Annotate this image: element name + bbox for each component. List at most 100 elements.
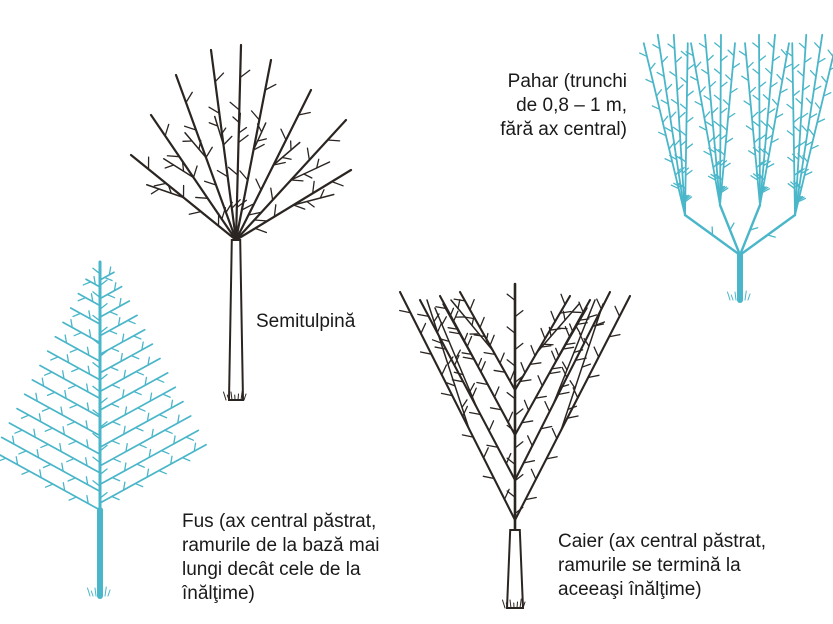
semitulpina-label: Semitulpină bbox=[256, 310, 355, 334]
twig bbox=[42, 408, 49, 411]
grass-tuft bbox=[102, 590, 103, 596]
twig bbox=[700, 87, 705, 93]
twig bbox=[252, 111, 260, 120]
twig bbox=[815, 43, 820, 49]
caier-label-line: Caier (ax central păstrat, bbox=[558, 530, 766, 554]
twig bbox=[239, 128, 246, 133]
twig bbox=[538, 376, 542, 386]
twig bbox=[458, 300, 460, 309]
pahar-label-line: de 0,8 – 1 m, bbox=[493, 94, 627, 118]
twig bbox=[136, 372, 143, 375]
twig bbox=[186, 437, 193, 440]
twig bbox=[83, 282, 90, 285]
twig bbox=[828, 50, 833, 56]
twig bbox=[728, 50, 734, 56]
twig bbox=[730, 223, 734, 230]
branch bbox=[420, 300, 515, 480]
twig bbox=[291, 180, 303, 181]
twig bbox=[131, 356, 138, 359]
branch bbox=[460, 292, 515, 390]
twig bbox=[112, 441, 119, 444]
fus-label-line: ramurile de la bază mai bbox=[182, 534, 379, 558]
twig bbox=[43, 464, 50, 467]
branch bbox=[185, 133, 206, 158]
twig bbox=[307, 148, 309, 160]
twig bbox=[763, 95, 769, 101]
twig bbox=[450, 308, 453, 316]
twig bbox=[704, 112, 709, 118]
twig bbox=[480, 317, 484, 327]
twig bbox=[531, 346, 535, 356]
semitulpina-tree bbox=[131, 45, 351, 400]
grass-tuft bbox=[742, 294, 743, 300]
twig bbox=[454, 311, 458, 321]
grass-tuft bbox=[745, 291, 746, 300]
twig bbox=[793, 65, 799, 70]
twig bbox=[240, 70, 250, 77]
twig bbox=[128, 320, 135, 323]
twig bbox=[714, 121, 720, 126]
twig bbox=[615, 306, 620, 316]
twig bbox=[163, 394, 170, 397]
grass-tuft bbox=[731, 295, 733, 300]
twig bbox=[206, 147, 212, 157]
caier-label: Caier (ax central păstrat, ramurile se t… bbox=[558, 530, 766, 602]
twig bbox=[19, 451, 26, 454]
twig bbox=[328, 140, 340, 141]
twig bbox=[552, 429, 557, 439]
twig bbox=[478, 359, 481, 367]
twig bbox=[139, 444, 146, 447]
twig bbox=[759, 108, 765, 113]
twig bbox=[112, 497, 119, 500]
twig bbox=[726, 75, 732, 81]
twig bbox=[806, 98, 811, 104]
twig bbox=[768, 124, 773, 130]
twig bbox=[151, 189, 159, 194]
twig bbox=[255, 228, 266, 232]
twig bbox=[111, 348, 118, 351]
twig bbox=[681, 104, 687, 109]
twig bbox=[196, 197, 208, 198]
grass-tuft bbox=[95, 588, 96, 596]
twig bbox=[69, 441, 76, 444]
twig bbox=[666, 84, 671, 90]
twig bbox=[570, 324, 573, 332]
twig bbox=[809, 129, 814, 135]
twig bbox=[752, 112, 758, 118]
twig bbox=[228, 167, 237, 175]
twig bbox=[464, 333, 467, 341]
twig bbox=[663, 116, 668, 122]
twig bbox=[484, 448, 489, 458]
twig bbox=[710, 82, 716, 88]
twig bbox=[794, 126, 800, 131]
twig bbox=[531, 469, 536, 479]
twig bbox=[110, 367, 117, 370]
twig bbox=[747, 63, 753, 69]
twig bbox=[467, 336, 471, 346]
twig bbox=[69, 385, 76, 388]
twig bbox=[750, 87, 756, 93]
twig bbox=[421, 323, 426, 333]
twig bbox=[105, 277, 112, 280]
twig bbox=[753, 69, 759, 74]
fus-tree bbox=[0, 262, 206, 596]
fus-label-line: înălţime) bbox=[182, 582, 379, 606]
twig bbox=[73, 313, 80, 316]
twig bbox=[215, 73, 223, 82]
pahar-label-line: Pahar (trunchi bbox=[493, 70, 627, 94]
twig bbox=[650, 63, 655, 69]
twig bbox=[165, 430, 172, 433]
twig bbox=[815, 103, 820, 109]
twig bbox=[811, 71, 816, 77]
twig bbox=[500, 353, 504, 363]
caier-label-line: aceeaşi înălţime) bbox=[558, 578, 766, 602]
twig bbox=[551, 311, 555, 321]
grass-tuft bbox=[517, 602, 518, 608]
fus-label: Fus (ax central păstrat, ramurile de la … bbox=[182, 510, 379, 606]
twig bbox=[0, 458, 6, 461]
twig bbox=[679, 113, 685, 118]
twig bbox=[707, 55, 713, 61]
branch bbox=[100, 344, 152, 373]
twig bbox=[282, 158, 291, 160]
twig bbox=[768, 42, 774, 48]
